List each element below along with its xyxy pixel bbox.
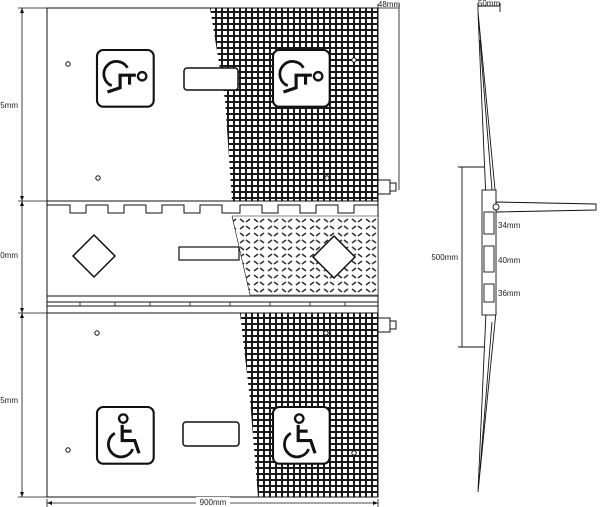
top-ramp-panel (46, 7, 397, 202)
bolt-hole (65, 447, 71, 453)
wheelchair-icon (95, 48, 156, 109)
connector (377, 317, 391, 333)
diamond-marker (71, 233, 117, 279)
dim-side-length: 500mm (431, 253, 458, 262)
bolt-hole (351, 57, 357, 63)
dim-channel-3: 36mm (498, 289, 521, 298)
bottom-ramp-panel (46, 312, 397, 498)
dim-top-depth: 495mm (0, 101, 18, 110)
side-profile (458, 3, 597, 493)
wheelchair-icon (271, 405, 332, 466)
bolt-hole (323, 330, 329, 336)
bolt-hole (324, 175, 330, 181)
dim-channel-1: 34mm (498, 221, 521, 230)
wheelchair-icon (95, 405, 156, 466)
bolt-hole (65, 61, 71, 67)
bolt-hole (351, 450, 357, 456)
bolt-hole (95, 175, 101, 181)
cable-channel-section (46, 200, 379, 314)
bolt-hole (94, 330, 100, 336)
dim-side-width: 50mm (478, 0, 501, 8)
handle-slot (178, 246, 240, 261)
dim-bottom-depth: 495mm (0, 396, 18, 405)
wheelchair-icon (271, 48, 332, 109)
connector (377, 179, 391, 195)
dim-channel-2: 40mm (498, 256, 521, 265)
handle-slot (182, 421, 240, 447)
dim-middle-depth: 300mm (0, 251, 18, 260)
dim-total-width: 900mm (200, 498, 227, 507)
dim-top-width: 48mm (378, 0, 401, 9)
diamond-marker (311, 234, 357, 280)
handle-slot (183, 67, 239, 91)
